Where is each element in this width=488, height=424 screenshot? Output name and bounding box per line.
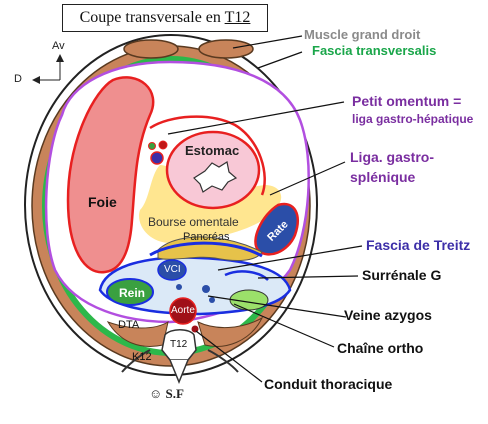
spleen-shape [254, 202, 299, 256]
left-arrowhead [32, 76, 40, 84]
label-veine-azygos: Veine azygos [344, 307, 432, 323]
hepatic-artery [158, 140, 168, 150]
title-main: Coupe transversale en [79, 9, 225, 26]
label-fascia-transversalis: Fascia transversalis [312, 43, 437, 58]
label-chaine-ortho: Chaîne ortho [337, 340, 424, 356]
title-level: T12 [224, 9, 251, 26]
label-petit-omentum-1: Petit omentum = [352, 93, 462, 109]
aorta-shape [169, 297, 197, 325]
leader-petit-omentum [167, 101, 345, 135]
rib-k12-right [207, 349, 239, 373]
leader-muscle-grand-droit [232, 35, 303, 49]
portal-vein [150, 151, 164, 165]
vci-shape [157, 259, 187, 281]
author-signature: ☺ S.F [149, 386, 184, 402]
bile-duct [148, 142, 156, 150]
leader-fascia-transversalis [257, 51, 303, 69]
orientation-left: D [14, 73, 22, 85]
diaphragm-pillar-right [197, 316, 264, 347]
rectus-muscle-right [198, 39, 254, 59]
organ-t12: T12 [170, 339, 188, 350]
label-conduit-thoracique: Conduit thoracique [264, 376, 393, 392]
leader-conduit-thoracique [195, 330, 263, 383]
leader-treitz [217, 245, 363, 271]
lesser-omentum-line [149, 115, 266, 196]
label-muscle-grand-droit: Muscle grand droit [304, 27, 421, 42]
liver-shape [66, 76, 155, 274]
organ-pancreas: Pancréas [183, 231, 230, 243]
organ-k12: K12 [132, 351, 152, 363]
leader-chaine-ortho [233, 303, 335, 348]
label-liga-gastro-2: splénique [350, 169, 416, 185]
leader-surrenale [257, 275, 359, 279]
organ-dta: DTA [118, 319, 140, 331]
stomach-lumen [193, 161, 238, 193]
smiley-icon: ☺ [149, 386, 163, 401]
page-title: Coupe transversale en T12 [80, 9, 251, 27]
label-petit-omentum-2: liga gastro-hépatique [352, 112, 474, 126]
title-box: Coupe transversale en T12 [62, 4, 268, 32]
organ-vci: VCI [164, 264, 181, 275]
leader-azygos [207, 295, 347, 318]
azygos-dot [202, 285, 210, 293]
body-outline [24, 34, 318, 376]
vertebra-process [169, 359, 189, 384]
kidney-right-shape [106, 278, 154, 306]
psoas-dot [176, 284, 182, 290]
azygos-dot-2 [209, 297, 215, 303]
anterior-arrowhead [56, 54, 64, 62]
organ-estomac: Estomac [185, 143, 240, 158]
label-surrenale: Surrénale G [362, 267, 442, 283]
treitz-fascia-line [149, 241, 263, 258]
rectus-muscle-left [123, 39, 179, 59]
organ-rein: Rein [119, 286, 146, 300]
organ-foie: Foie [88, 194, 117, 210]
leader-liga-gastro [269, 161, 346, 196]
rib-k12 [121, 349, 151, 373]
label-fascia-treitz: Fascia de Treitz [366, 237, 471, 253]
thoracic-duct-dot [191, 325, 199, 333]
author-initials: S.F [165, 386, 184, 401]
orientation-anterior: Av [52, 40, 65, 52]
organ-aorte: Aorte [171, 305, 195, 316]
label-liga-gastro-1: Liga. gastro- [350, 149, 435, 165]
organ-bourse-omentale: Bourse omentale [148, 215, 239, 229]
